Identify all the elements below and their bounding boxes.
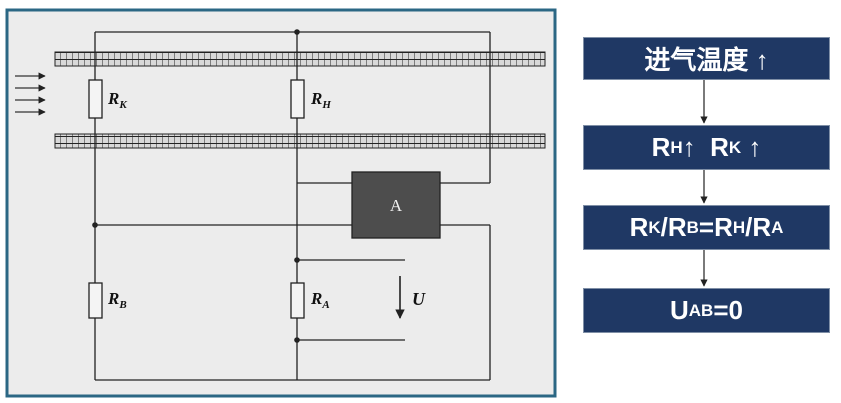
flow-step-subscript: A (771, 217, 784, 237)
pipe-wall-bottom (54, 133, 546, 149)
label-rh-sub: H (321, 99, 331, 111)
meter-label: A (390, 196, 403, 215)
label-rb-main: R (107, 289, 119, 308)
flow-step-text: ↑ (741, 132, 762, 162)
resistor-rh (290, 79, 305, 119)
label-rb-sub: B (118, 299, 126, 311)
junction-dot (92, 222, 98, 228)
flow-step-text: R (651, 132, 671, 162)
flow-step-text: U (670, 295, 689, 325)
flow-step-subscript: AB (688, 300, 714, 320)
label-rk-main: R (107, 89, 119, 108)
flow-step-subscript: B (686, 217, 699, 237)
junction-dot (294, 257, 300, 263)
flow-step-text: /R (745, 212, 772, 242)
circuit-diagram: RK RH RB RA A U (5, 8, 557, 398)
flow-step-text: =R (698, 212, 733, 242)
flow-step-subscript: K (648, 217, 661, 237)
flow-step-text: ↑ R (682, 132, 729, 162)
resistor-ra (290, 282, 305, 319)
junction-dot (294, 337, 300, 343)
label-ra-main: R (310, 289, 322, 308)
flow-step-text: R (629, 212, 649, 242)
label-rh: RH (310, 89, 331, 111)
flow-connectors (700, 80, 708, 287)
figure-frame (5, 8, 557, 398)
flow-step-subscript: H (670, 137, 683, 157)
label-rk-sub: K (118, 99, 127, 111)
flow-step-intake-temperature: 进气温度 ↑ (583, 37, 830, 80)
resistor-rk (88, 79, 103, 119)
label-rb: RB (107, 289, 127, 311)
voltage-label: U (412, 289, 426, 309)
flow-step-text: 进气温度 ↑ (644, 45, 769, 75)
flow-step-subscript: K (728, 137, 742, 157)
resistor-rb (88, 282, 103, 319)
label-rh-main: R (310, 89, 322, 108)
meter-box (351, 171, 441, 239)
junction-dot (294, 29, 300, 35)
pipe-wall-top (54, 51, 546, 67)
label-ra: RA (310, 289, 330, 311)
label-ra-sub: A (321, 299, 329, 311)
flow-step-text: /R (660, 212, 687, 242)
flow-step-subscript: H (732, 217, 746, 237)
label-rk: RK (107, 89, 127, 111)
airflow-arrows (15, 72, 46, 116)
flow-step-text: =0 (713, 295, 743, 325)
junctions (92, 29, 300, 343)
